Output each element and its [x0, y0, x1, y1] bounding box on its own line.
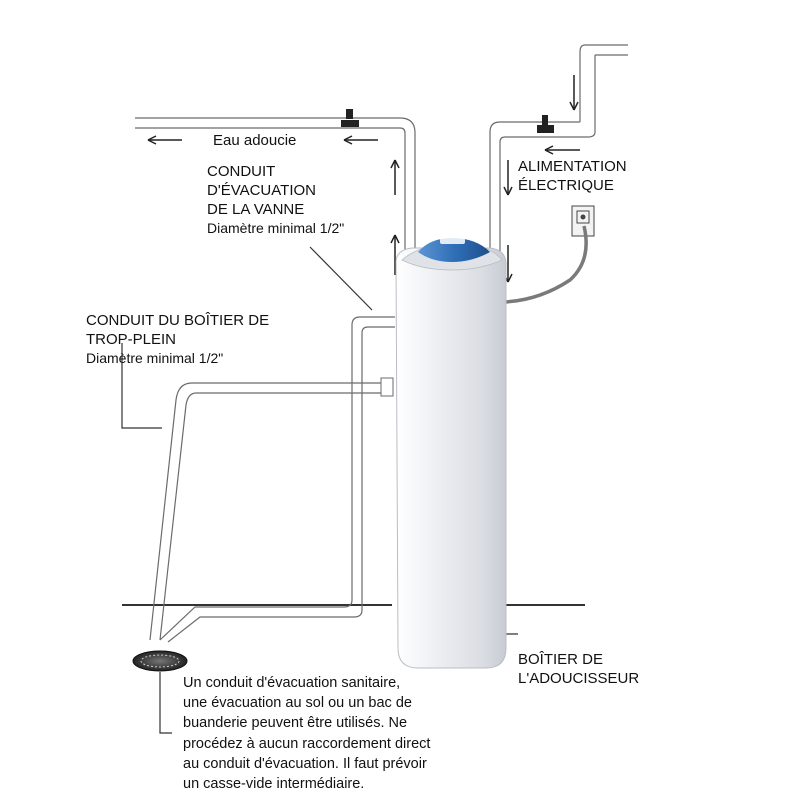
floor-drain-icon [132, 650, 188, 672]
overflow-fitting [380, 377, 394, 397]
overflow-label: CONDUIT DU BOÎTIER DE TROP-PLEIN Diamètr… [86, 311, 269, 368]
power-line-2: ÉLECTRIQUE [518, 177, 614, 194]
valve-drain-label: CONDUIT D'ÉVACUATION DE LA VANNE Diamètr… [207, 162, 344, 238]
soft-water-pipe [135, 117, 416, 280]
overflow-line-1: CONDUIT DU BOÎTIER DE [86, 312, 270, 329]
overflow-diameter: Diamètre minimal 1/2" [86, 350, 224, 366]
softener-cabinet [395, 238, 507, 669]
note-line-6: un casse-vide intermédiaire. [183, 776, 365, 793]
shutoff-valve-icon [341, 109, 359, 127]
soft-water-label: Eau adoucie [213, 132, 297, 149]
note-line-3: buanderie peuvent être utilisés. Ne [183, 715, 408, 732]
power-line-1: ALIMENTATION [518, 158, 627, 175]
cabinet-label: BOÎTIER DE L'ADOUCISSEUR [518, 650, 639, 688]
valve-drain-diameter: Diamètre minimal 1/2" [207, 220, 345, 236]
power-supply-label: ALIMENTATION ÉLECTRIQUE [518, 157, 627, 195]
note-line-5: au conduit d'évacuation. Il faut prévoir [183, 755, 427, 772]
overflow-pipe [149, 382, 392, 641]
valve-drain-line-3: DE LA VANNE [207, 201, 305, 218]
overflow-line-2: TROP-PLEIN [86, 331, 177, 348]
drain-note: Un conduit d'évacuation sanitaire, une é… [183, 673, 430, 794]
note-line-4: procédez à aucun raccordement direct [183, 735, 431, 752]
electrical-outlet-icon [571, 205, 595, 237]
flow-arrow-icon [147, 75, 580, 283]
power-cord [504, 225, 588, 304]
note-line-1: Un conduit d'évacuation sanitaire, [183, 675, 401, 691]
shutoff-valve-icon [537, 115, 554, 133]
cabinet-lid [418, 238, 490, 262]
note-line-2: une évacuation au sol ou un bac de [183, 695, 412, 712]
valve-drain-line-2: D'ÉVACUATION [207, 182, 316, 199]
valve-drain-line-1: CONDUIT [207, 163, 276, 180]
hard-water-pipe [489, 44, 628, 255]
valve-drain-pipe [159, 316, 395, 643]
cabinet-line-2: L'ADOUCISSEUR [518, 670, 640, 687]
cabinet-line-1: BOÎTIER DE [518, 651, 604, 668]
